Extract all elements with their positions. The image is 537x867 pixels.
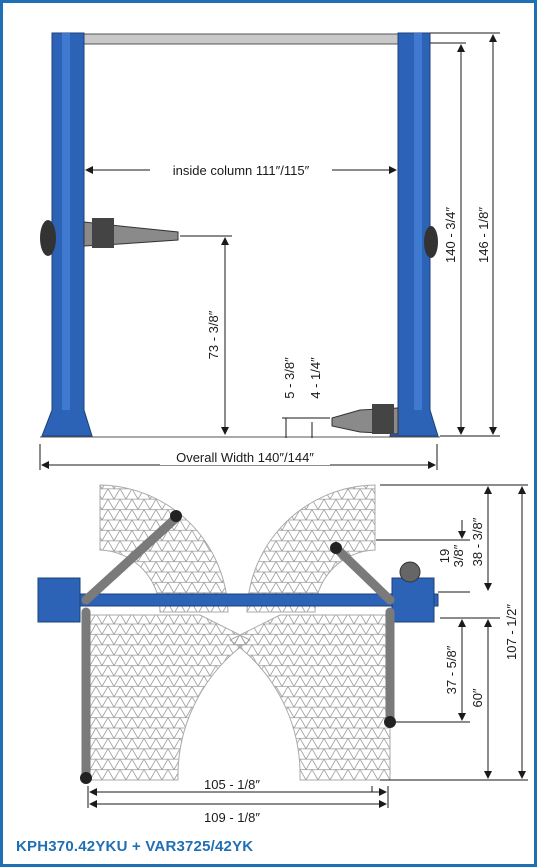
- right-column-highlight: [414, 33, 422, 410]
- model-caption: KPH370.42YKU + VAR3725/42YK: [16, 838, 254, 855]
- left-column-base: [37, 577, 81, 623]
- arm-left-upper: [81, 513, 181, 605]
- min-height-b-label: 4 - 1/4″: [308, 357, 323, 399]
- dim-19-label: 19: [437, 549, 452, 563]
- overhead-crossbar: [77, 33, 401, 45]
- left-column-highlight: [62, 33, 70, 410]
- dim-105-label: 105 - 1/8″: [204, 777, 260, 792]
- dim-107-label: 107 - 1/2″: [504, 604, 519, 660]
- swing-area-left-lower: [85, 614, 251, 781]
- motor-right: [424, 226, 438, 258]
- dim-60-label: 60″: [470, 688, 485, 707]
- top-view: 19 3/8″ 38 - 3/8″ 107 - 1/2″ 37 - 5/8″ 6…: [37, 484, 528, 825]
- swing-area-left-upper: [99, 484, 229, 613]
- col-height-b-label: 146 - 1/8″: [476, 207, 491, 263]
- right-column-base: [391, 577, 435, 623]
- overall-width-label: Overall Width 140″/144″: [176, 450, 314, 465]
- left-arm-carriage: [92, 218, 114, 248]
- pad-right-upper: [330, 542, 342, 554]
- front-view: inside column 111″/115″ Overall Width 14…: [39, 32, 500, 470]
- dim-19-fraction: 3/8″: [451, 544, 466, 567]
- dim-37-label: 37 - 5/8″: [444, 645, 459, 694]
- right-arm-carriage: [372, 404, 394, 434]
- dim-109-label: 109 - 1/8″: [204, 810, 260, 825]
- arm-right-upper: [331, 543, 395, 605]
- swing-area-right-upper: [246, 484, 376, 613]
- pad-right-lower: [384, 716, 396, 728]
- overall-width-label-bg: [160, 449, 330, 465]
- inside-column-label: inside column 111″/115″: [173, 163, 310, 178]
- min-height-a-label: 5 - 3/8″: [282, 357, 297, 399]
- top-crossbar: [37, 593, 439, 607]
- dim-38-label: 38 - 3/8″: [470, 517, 485, 566]
- top-motor: [399, 561, 421, 583]
- arm-height-label: 73 - 3/8″: [206, 310, 221, 359]
- motor-left: [40, 220, 56, 256]
- pad-left-upper: [170, 510, 182, 522]
- dim-105-bg: [195, 777, 265, 791]
- col-height-a-label: 140 - 3/4″: [443, 207, 458, 263]
- pad-left-lower: [80, 772, 92, 784]
- swing-area-right-lower: [229, 614, 391, 781]
